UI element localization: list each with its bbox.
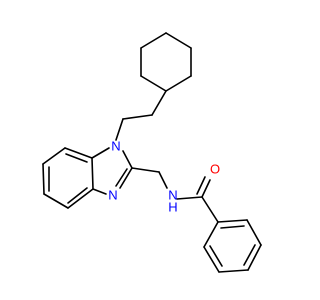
- bond: [140, 32, 167, 49]
- bond: [131, 167, 160, 173]
- bond: [91, 147, 110, 159]
- bond: [209, 245, 223, 267]
- bond: [64, 147, 93, 159]
- atom-labels: N N N H O: [108, 139, 220, 215]
- bond: [176, 196, 203, 200]
- bond: [243, 244, 256, 266]
- bond: [247, 244, 262, 271]
- amide-nitrogen-label: N: [168, 188, 177, 203]
- bond: [122, 150, 133, 169]
- bond: [91, 157, 94, 190]
- bond: [218, 269, 249, 273]
- bond-lines: [42, 32, 262, 273]
- bond: [217, 219, 248, 223]
- bond: [140, 75, 167, 92]
- bond: [92, 188, 107, 195]
- bond: [201, 179, 211, 198]
- amide-hydrogen-label: H: [168, 200, 177, 215]
- bond: [122, 114, 153, 120]
- molecule-structure: N N N H O: [42, 32, 262, 273]
- bond: [67, 188, 94, 209]
- bond: [67, 187, 88, 204]
- bond: [65, 153, 88, 163]
- bond: [203, 246, 220, 273]
- bond: [43, 193, 69, 209]
- bond: [115, 168, 128, 187]
- bond: [158, 171, 168, 189]
- n1-nitrogen-label: N: [111, 139, 120, 154]
- bond: [201, 196, 219, 223]
- bond: [115, 118, 124, 141]
- bond: [165, 75, 192, 92]
- bond: [165, 32, 192, 49]
- bond: [203, 221, 219, 248]
- bond: [42, 147, 66, 165]
- bond: [42, 163, 45, 195]
- bond: [246, 219, 262, 246]
- bond: [151, 90, 167, 116]
- carbonyl-oxygen-label: O: [210, 162, 220, 177]
- n3-nitrogen-label: N: [108, 188, 117, 203]
- bond: [119, 167, 133, 189]
- bond: [220, 225, 245, 229]
- bond: [196, 176, 206, 195]
